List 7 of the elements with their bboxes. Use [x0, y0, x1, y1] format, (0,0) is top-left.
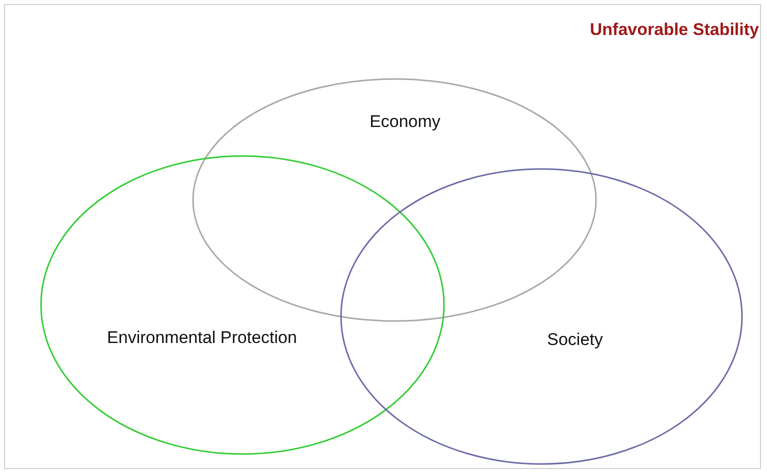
- diagram-title: Unfavorable Stability: [590, 20, 759, 40]
- set-label: Environmental Protection: [107, 328, 297, 348]
- set-label: Economy: [370, 112, 440, 132]
- set-label: Society: [547, 330, 603, 350]
- venn-ellipse: [40, 155, 445, 455]
- venn-ellipse: [340, 168, 743, 465]
- venn-ellipse: [192, 78, 597, 322]
